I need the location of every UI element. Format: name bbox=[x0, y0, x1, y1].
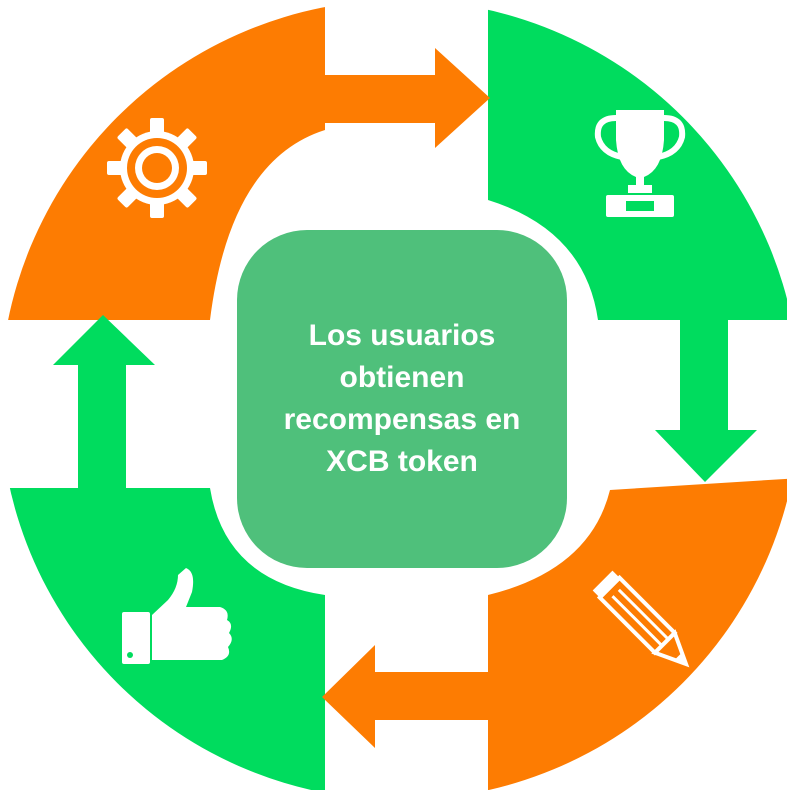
pencil-icon bbox=[592, 570, 690, 668]
center-label: Los usuarios obtienen recompensas en XCB… bbox=[283, 319, 521, 478]
gear-icon bbox=[107, 118, 207, 218]
arrow-down bbox=[655, 318, 757, 482]
center-box: Los usuarios obtienen recompensas en XCB… bbox=[237, 230, 567, 568]
trophy-icon bbox=[594, 110, 686, 217]
thumbs-up-icon bbox=[122, 568, 232, 664]
arrow-right bbox=[318, 48, 490, 148]
arrow-up bbox=[53, 315, 155, 490]
arrow-left bbox=[322, 645, 490, 748]
